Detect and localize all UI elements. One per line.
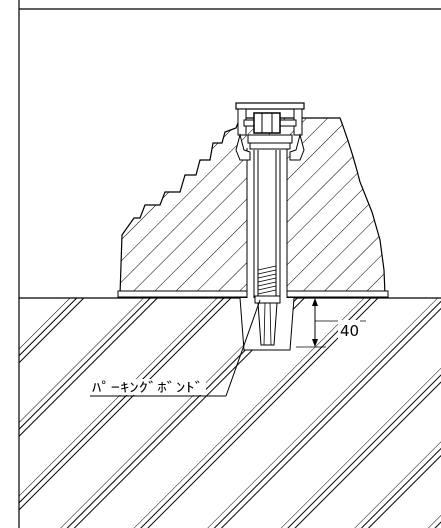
anchor-sleeve (257, 302, 278, 346)
depth-dimension-value: 40 (340, 322, 359, 340)
bolt-thread (257, 265, 277, 295)
anchor-callout: ﾊﾟｰｷﾝｸﾞﾎﾞﾝﾄﾞ (90, 379, 206, 396)
ground-slab (19, 297, 441, 528)
depth-dimension: 40 (296, 297, 366, 348)
anchor-leader (90, 299, 261, 397)
bolt-assembly (246, 148, 288, 346)
top-fixture (235, 102, 305, 161)
anchor-callout-label: ﾊﾟｰｷﾝｸﾞﾎﾞﾝﾄﾞ (92, 381, 204, 396)
